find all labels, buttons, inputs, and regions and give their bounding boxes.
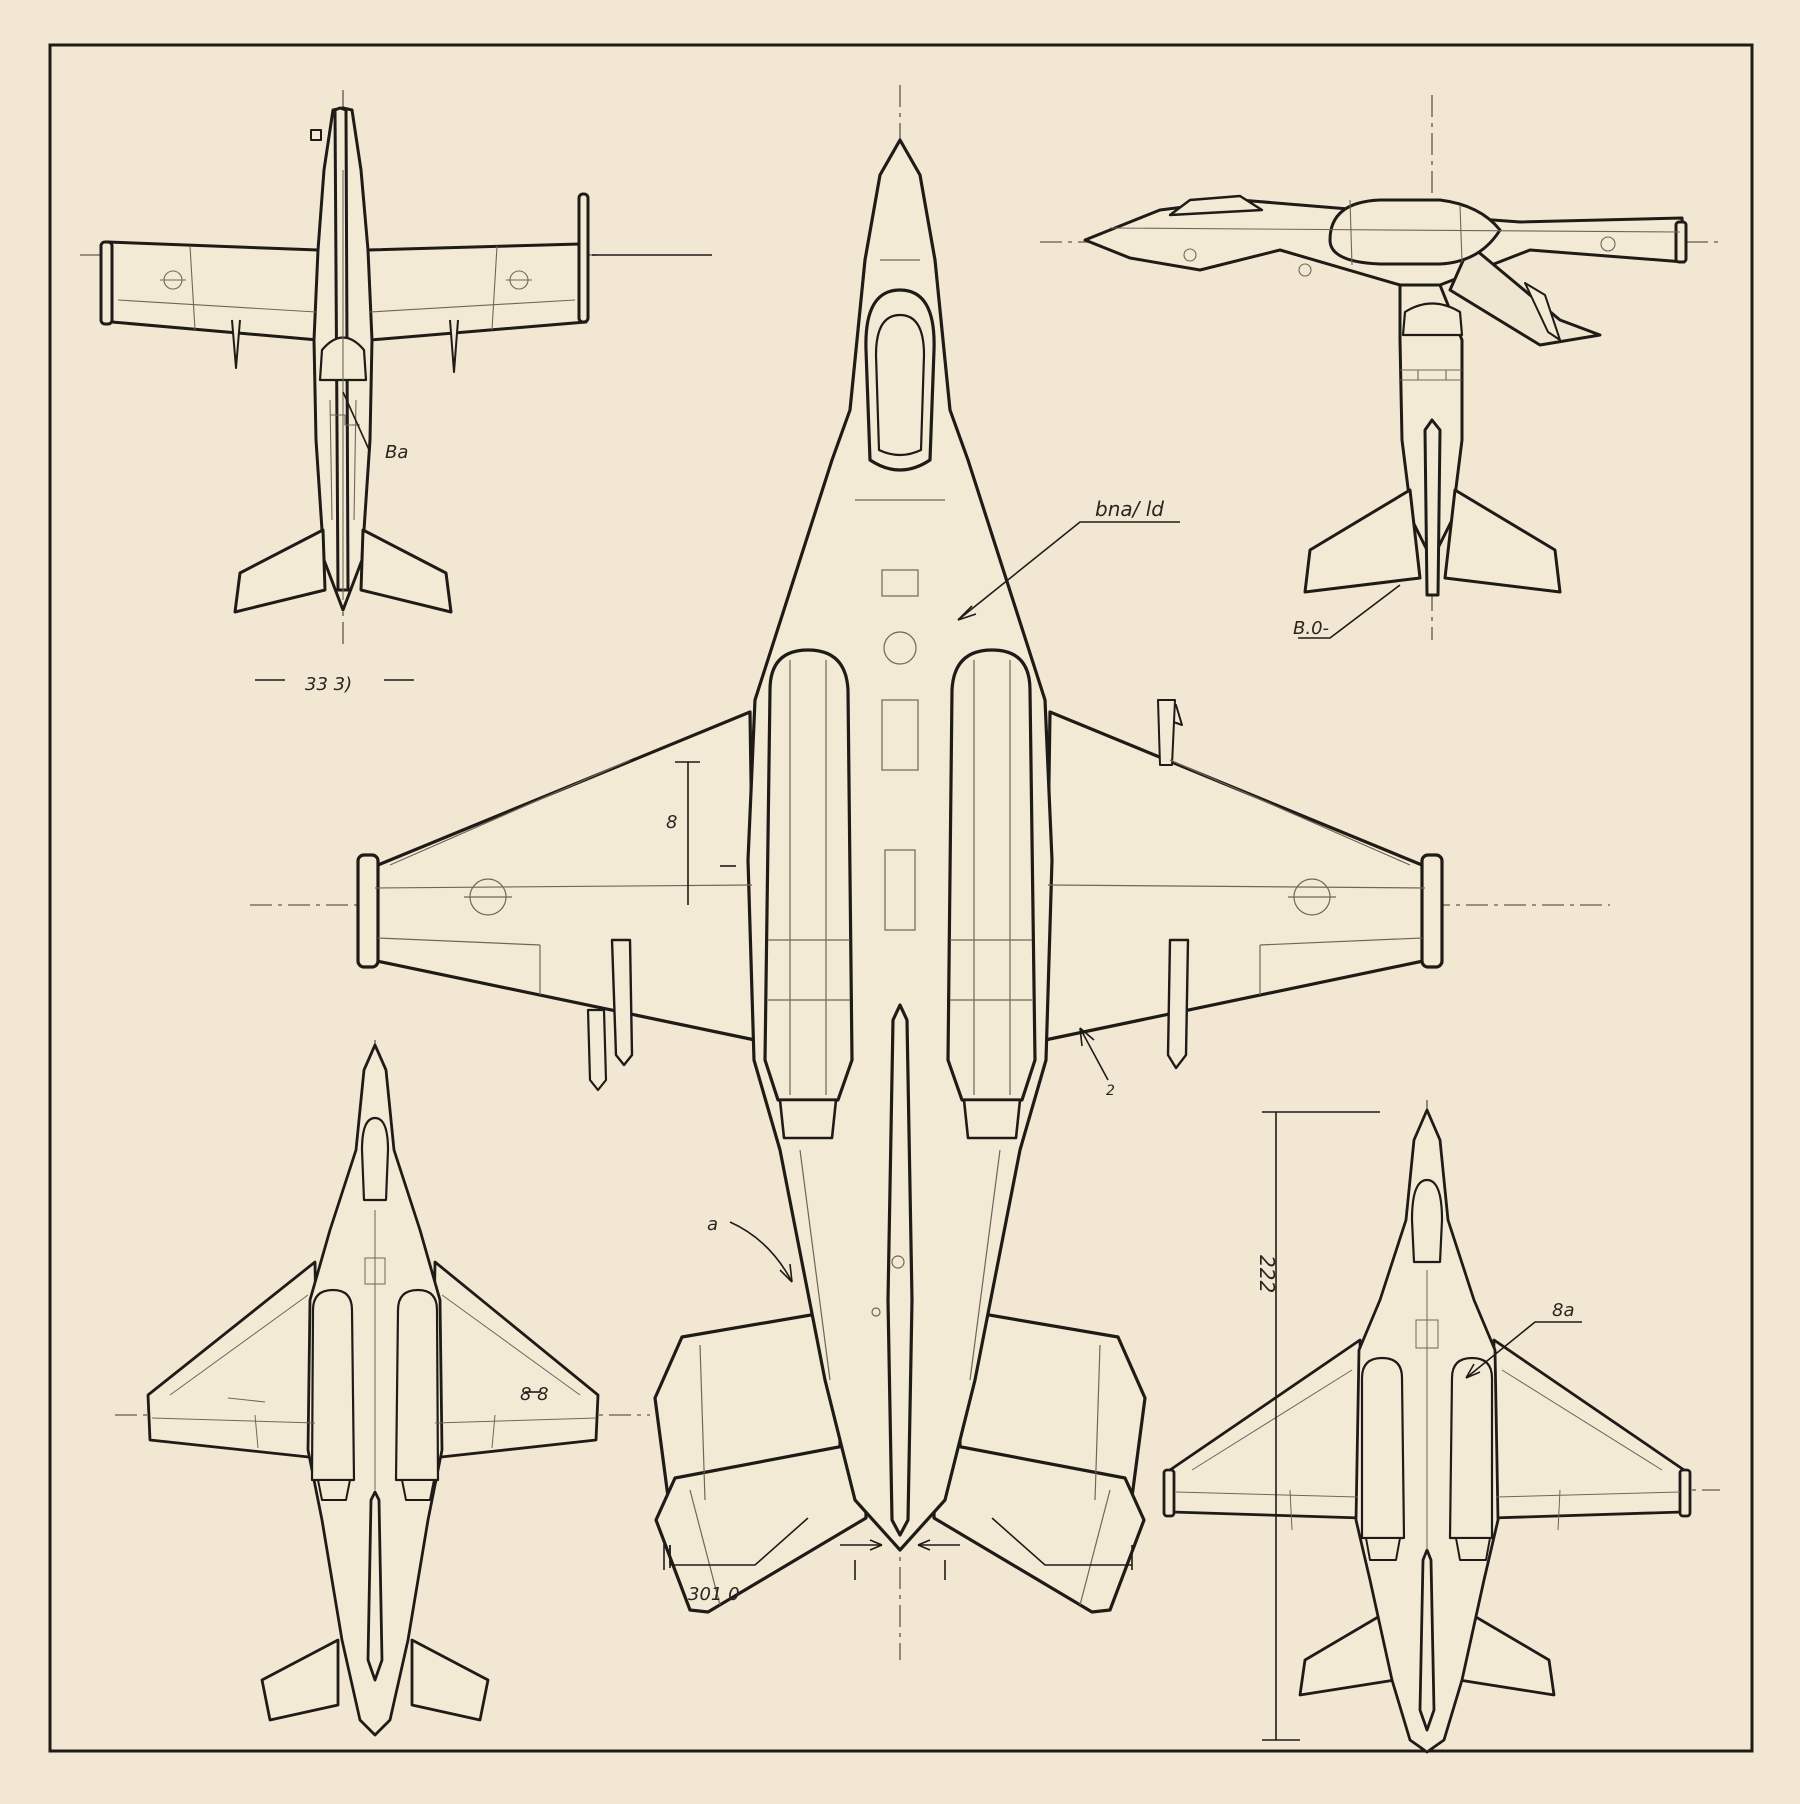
aircraft-main-plan-view [356, 138, 1444, 1614]
main-tail-pointer-label: a [707, 1214, 718, 1235]
dimension-lines [255, 254, 1582, 1741]
top-left-ref-label: Ba [385, 442, 408, 463]
main-bottom-dimension-label: 301 0 [688, 1584, 740, 1605]
sheet-border [48, 43, 1754, 1753]
aircraft-top-left-plan-view [99, 106, 590, 614]
top-right-fine-detail [1109, 199, 1681, 381]
main-callout-label: bna/ ld [1095, 497, 1164, 521]
bottom-right-callout-label: 8a [1552, 1300, 1574, 1321]
bottom-left-ref-label: 8 8 [520, 1384, 549, 1405]
bottom-right-vertical-dimension-label: 222 [1255, 1255, 1279, 1293]
top-right-callout-label: B.0- [1293, 618, 1329, 639]
bottom-left-fine-detail [151, 1210, 597, 1490]
bottom-right-fine-detail [1175, 1270, 1681, 1550]
annotation-labels: Ba 33 3) B.0- bna/ ld 8 2 a 301 0 8 8 22… [305, 442, 1574, 1605]
top-left-caption: 33 3) [305, 674, 352, 695]
main-right-pointer-label: 2 [1106, 1083, 1115, 1099]
main-left-dimension-label: 8 [666, 812, 677, 833]
aircraft-top-right-view [1083, 194, 1688, 597]
main-fine-detail [374, 259, 1426, 1606]
